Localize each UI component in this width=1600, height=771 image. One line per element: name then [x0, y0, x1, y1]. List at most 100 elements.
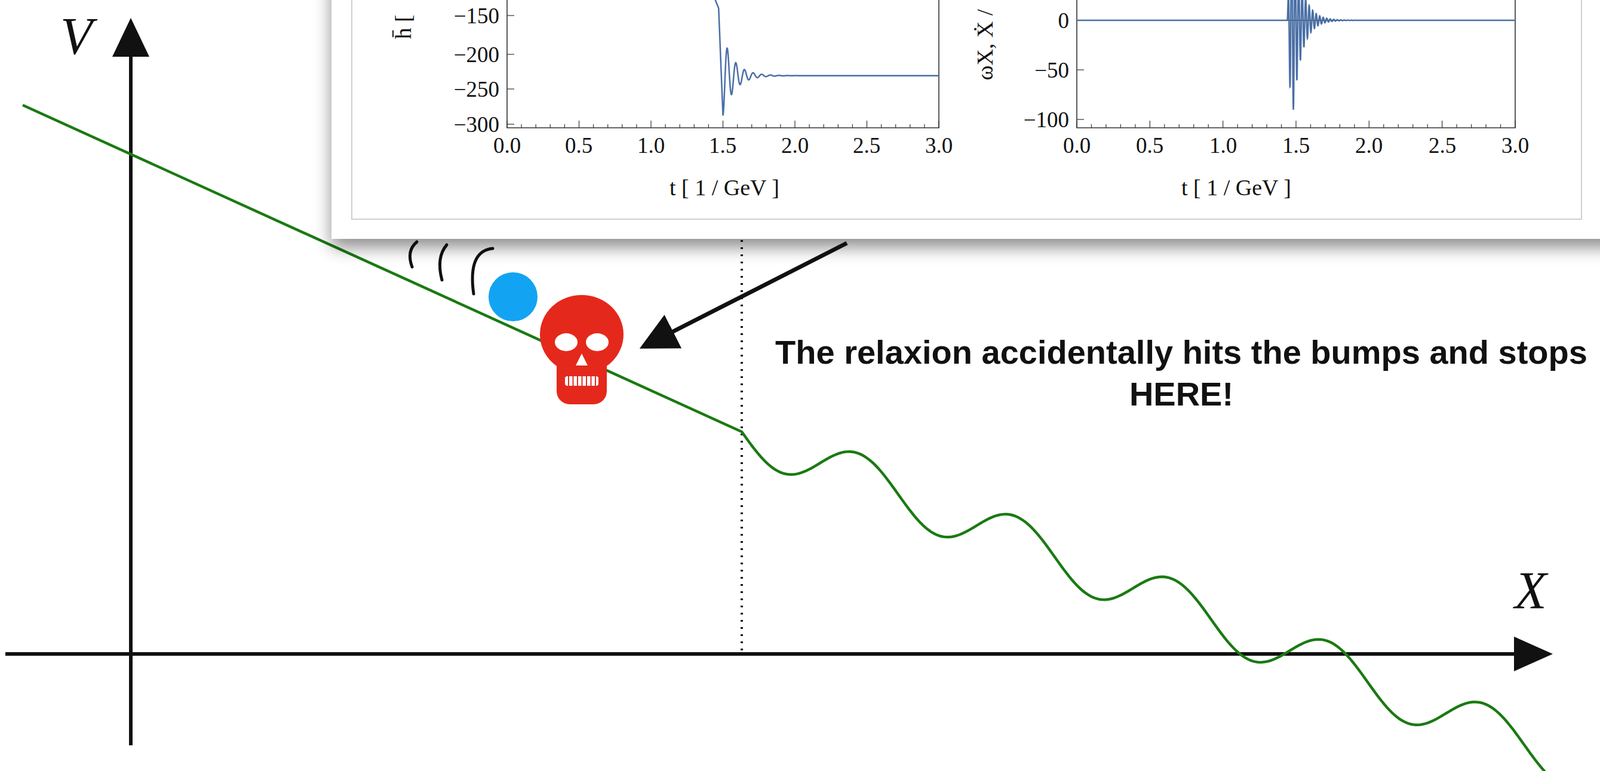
tick-mark	[693, 124, 695, 128]
tick-mark	[507, 53, 515, 55]
axis-arrowhead	[1513, 636, 1553, 672]
inset-frame	[351, 0, 1582, 220]
tick-mark	[1470, 124, 1472, 128]
tick-mark	[736, 124, 738, 128]
tick-mark	[1120, 124, 1122, 128]
tick-mark	[621, 124, 623, 128]
tick-mark	[1353, 124, 1355, 128]
tick-label: 1.5	[708, 132, 737, 159]
axis-arrowhead	[112, 17, 150, 57]
tick-mark	[1208, 124, 1209, 128]
tick-mark	[650, 120, 651, 128]
tick-label: 3.0	[1501, 132, 1529, 159]
tick-mark	[507, 88, 515, 89]
tick-mark	[722, 120, 724, 128]
tick-mark	[507, 14, 515, 16]
tick-mark	[1105, 124, 1107, 128]
tick-mark	[1427, 124, 1428, 128]
tick-label: 0	[1058, 7, 1070, 34]
tick-mark	[1514, 120, 1516, 128]
tick-mark	[1193, 124, 1194, 128]
tick-label: −150	[453, 2, 500, 29]
tick-mark	[1456, 124, 1458, 128]
tick-label: 0.5	[564, 132, 593, 159]
tick-mark	[578, 120, 580, 128]
tick-mark	[866, 120, 868, 128]
inset-panel	[331, 0, 1600, 239]
tick-mark	[564, 124, 565, 128]
tick-mark	[779, 124, 781, 128]
tick-mark	[938, 120, 939, 128]
motion-mark	[439, 244, 447, 281]
tick-mark	[1398, 124, 1399, 128]
tick-label: −100	[1023, 106, 1070, 133]
motion-mark	[409, 241, 417, 267]
tick-mark	[837, 124, 839, 128]
tick-mark	[1076, 69, 1084, 70]
tick-mark	[1339, 124, 1341, 128]
tick-label: 0.0	[1063, 132, 1091, 159]
tick-mark	[535, 124, 537, 128]
tick-mark	[1295, 120, 1297, 128]
tick-mark	[1324, 124, 1326, 128]
callout-text: The relaxion accidentally hits the bumps…	[766, 331, 1597, 416]
tick-mark	[880, 124, 882, 128]
tick-label: 0.0	[493, 132, 521, 159]
axis-title: ωX, Ẋ /	[971, 9, 998, 81]
tick-mark	[550, 124, 551, 128]
tick-label: −50	[1034, 57, 1070, 84]
tick-label: −300	[453, 111, 500, 138]
tick-mark	[909, 124, 911, 128]
tick-mark	[923, 124, 925, 128]
pointer-arrow	[646, 243, 847, 346]
tick-mark	[1076, 118, 1084, 120]
dotted-marker	[740, 240, 743, 653]
plot-curve	[710, 0, 939, 116]
tick-mark	[1310, 124, 1311, 128]
tick-mark	[520, 124, 522, 128]
tick-label: 0.5	[1135, 132, 1164, 159]
tick-mark	[852, 124, 853, 128]
tick-mark	[664, 124, 666, 128]
relaxion-ball	[488, 272, 538, 322]
tick-mark	[1222, 120, 1224, 128]
tick-mark	[607, 124, 608, 128]
tick-mark	[808, 124, 810, 128]
tick-mark	[794, 120, 795, 128]
tick-mark	[1237, 124, 1239, 128]
x-axis	[5, 652, 1517, 656]
tick-mark	[1134, 124, 1136, 128]
tick-mark	[751, 124, 752, 128]
plot-curve	[1076, 0, 1516, 110]
tick-label: −250	[453, 76, 500, 103]
tick-mark	[895, 124, 896, 128]
tick-mark	[1412, 124, 1414, 128]
tick-mark	[1164, 124, 1165, 128]
tick-label: 1.0	[637, 132, 665, 159]
tick-mark	[1178, 124, 1180, 128]
tick-mark	[1076, 120, 1077, 128]
tick-label: 2.5	[852, 132, 881, 159]
tick-mark	[1500, 124, 1501, 128]
tick-mark	[1485, 124, 1486, 128]
tick-label: 1.0	[1209, 132, 1237, 159]
axis-name: V	[60, 5, 93, 67]
axis-title: t [ 1 / GeV ]	[1181, 174, 1292, 201]
tick-mark	[1091, 124, 1092, 128]
tick-mark	[708, 124, 709, 128]
axis-title: h̄ [	[389, 14, 417, 39]
axis-name: X	[1514, 560, 1547, 621]
tick-mark	[593, 124, 594, 128]
tick-mark	[1149, 120, 1151, 128]
tick-label: −200	[453, 41, 500, 68]
tick-mark	[679, 124, 681, 128]
tick-mark	[765, 124, 767, 128]
tick-label: 2.0	[1355, 132, 1383, 159]
tick-mark	[1383, 124, 1384, 128]
tick-mark	[1441, 120, 1443, 128]
tick-mark	[507, 123, 515, 125]
tick-label: 1.5	[1282, 132, 1310, 159]
tick-label: 2.0	[781, 132, 809, 159]
tick-mark	[1281, 124, 1282, 128]
